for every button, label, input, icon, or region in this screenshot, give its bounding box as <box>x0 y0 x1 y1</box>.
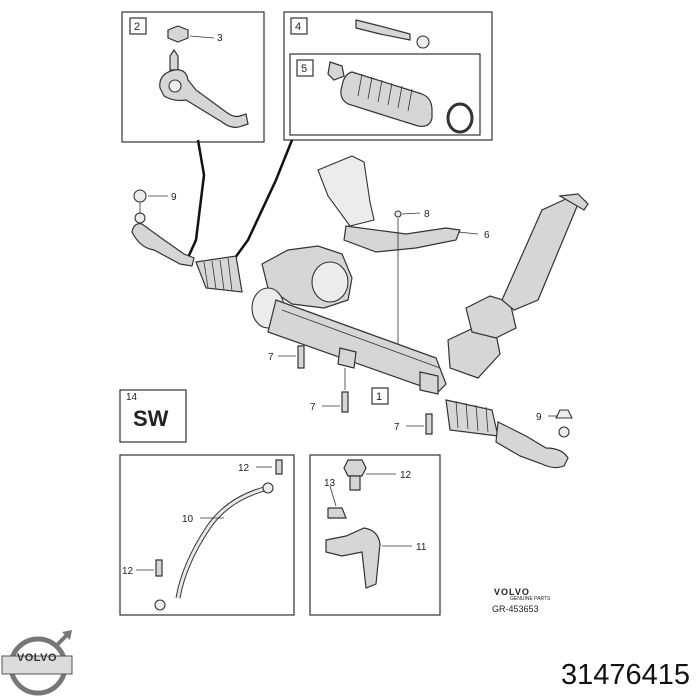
callout-9-right: 9 <box>536 412 542 423</box>
callout-9-left: 9 <box>171 192 177 203</box>
box-14-software <box>119 389 187 443</box>
callout-12-a: 12 <box>238 463 250 474</box>
box-14-label: SW <box>133 406 169 431</box>
leader-lines-boxes <box>184 139 294 263</box>
diagram-reference: GR-453653 <box>492 604 539 614</box>
volvo-logo-text: VOLVO <box>16 652 58 664</box>
callout-10: 10 <box>182 514 194 525</box>
callout-7-a: 7 <box>268 352 274 363</box>
heat-shield-part: 6 8 <box>317 155 490 350</box>
callout-6: 6 <box>484 230 490 241</box>
part-number: 31476415 <box>560 659 690 691</box>
box-4-number: 4 <box>295 21 301 33</box>
callout-13: 13 <box>324 478 336 489</box>
callout-12-c: 12 <box>400 470 412 481</box>
box-4-boot-kit: 4 5 <box>283 11 493 141</box>
volvo-logo-icon <box>1 630 73 696</box>
box-2-number: 2 <box>134 21 140 33</box>
callout-7-b: 7 <box>310 402 316 413</box>
panel-bracket: 12 13 11 <box>309 454 441 616</box>
callout-8: 8 <box>424 209 430 220</box>
callout-3: 3 <box>217 33 223 44</box>
callout-11: 11 <box>416 542 427 553</box>
watermark-brand: VOLVO <box>494 587 530 597</box>
panel-ground-cable: 12 10 12 <box>119 454 295 616</box>
box-5-number: 5 <box>301 63 307 75</box>
box-14-number: 14 <box>126 392 138 403</box>
steering-rack-assembly <box>131 193 589 469</box>
callout-7-c: 7 <box>394 422 400 433</box>
callout-12-b: 12 <box>122 566 134 577</box>
box-1-number: 1 <box>376 391 382 403</box>
watermark-sub: GENUINE PARTS <box>510 596 551 602</box>
rack-callouts: 9 7 7 1 7 9 <box>133 189 573 435</box>
box-2-tie-rod-end: 2 3 <box>121 11 265 143</box>
